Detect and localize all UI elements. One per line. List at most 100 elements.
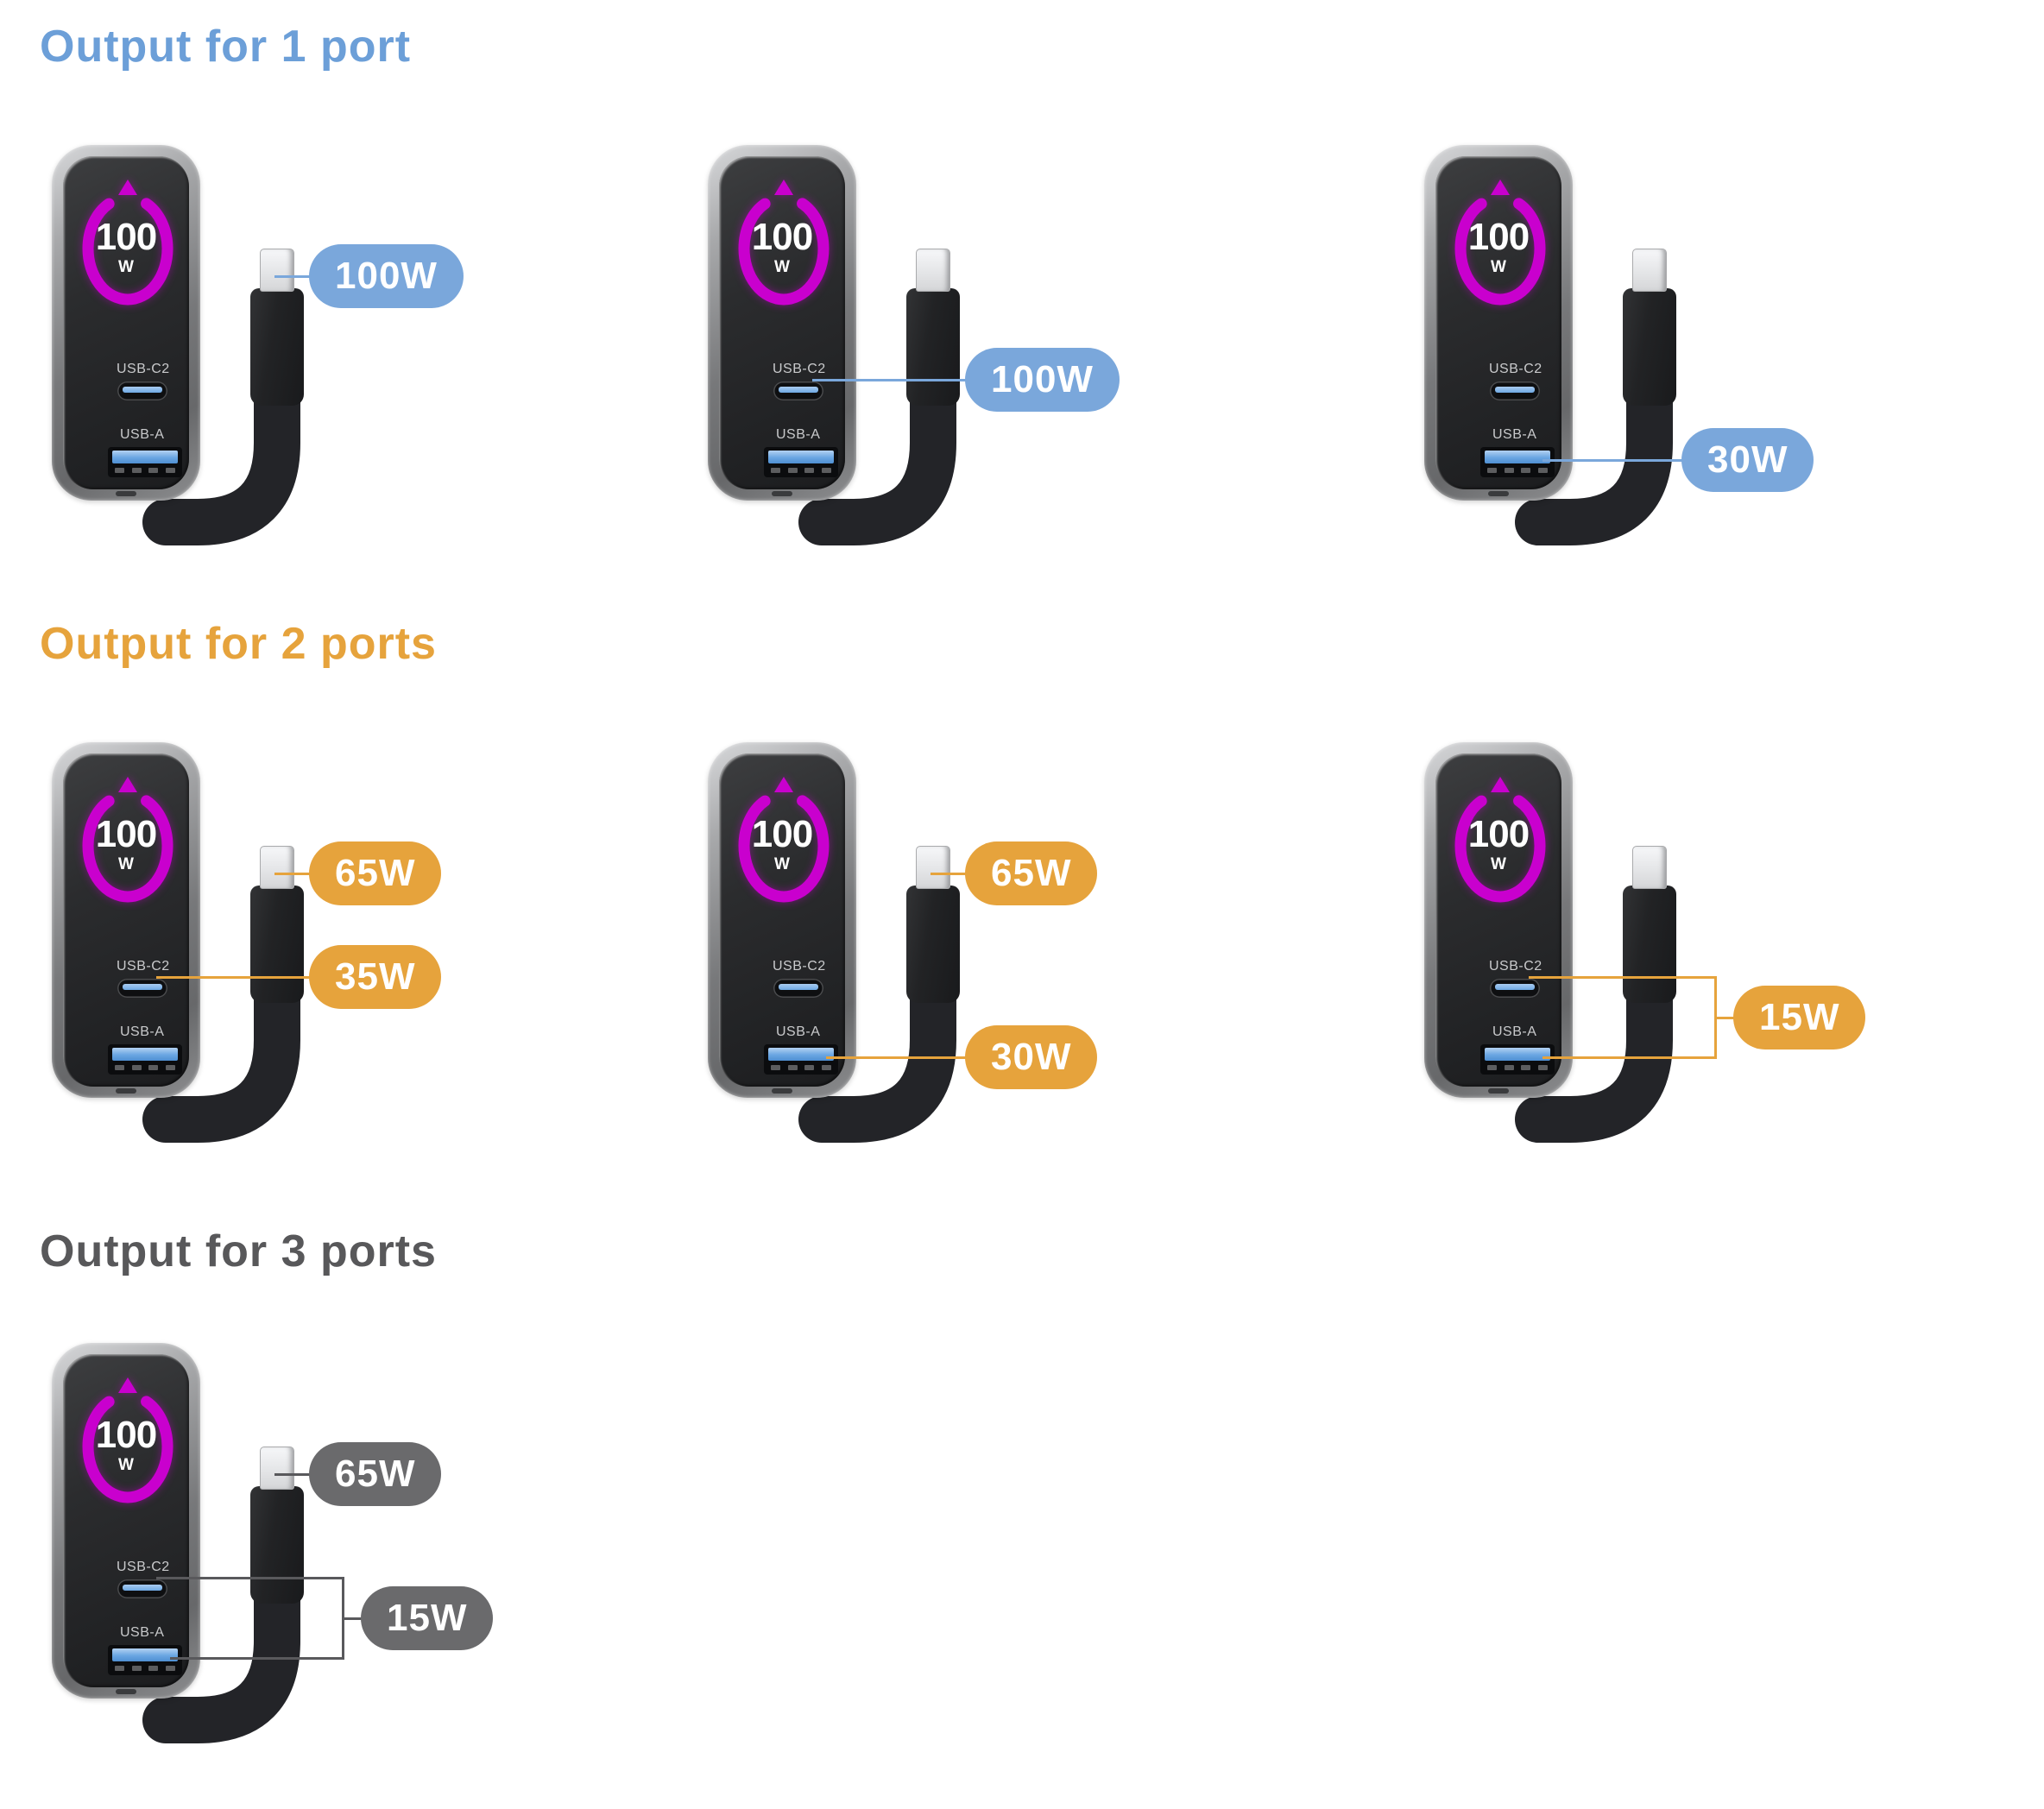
wattage-unit: W [774, 855, 790, 873]
usb-c-connector-icon [1632, 846, 1667, 889]
wattage-unit: W [1491, 855, 1506, 873]
usb-a-pins-icon [115, 468, 175, 473]
callout-line [342, 1617, 368, 1620]
wattage-value: 100 [751, 216, 813, 258]
power-bank-screen: 100 W USB-C2 USB-A [719, 753, 845, 1087]
device-group: 100 W USB-C2 USB-A 100W [52, 145, 552, 611]
wattage-display: 100 W [63, 1414, 189, 1474]
usb-c2-port [117, 1579, 167, 1598]
usb-c2-port [1490, 979, 1540, 998]
power-badge: 65W [309, 841, 442, 905]
power-badge: 15W [361, 1585, 494, 1650]
power-badge: 35W [309, 945, 442, 1009]
wattage-display: 100 W [1435, 216, 1561, 276]
usb-c2-pin-icon [779, 387, 818, 393]
usb-c-connector-icon [916, 846, 950, 889]
device-group: 100 W USB-C2 USB-A 65W 15W [52, 1343, 552, 1809]
power-ring-icon [82, 180, 173, 306]
power-bank-screen: 100 W USB-C2 USB-A [1435, 156, 1561, 489]
power-bank-screen: 100 W USB-C2 USB-A [63, 156, 189, 489]
usb-c2-pin-icon [1495, 984, 1535, 990]
bottom-slot-icon [1488, 1088, 1509, 1094]
power-badge: 100W [965, 348, 1120, 412]
bottom-slot-icon [772, 491, 792, 496]
usb-a-label: USB-A [1492, 1024, 1537, 1039]
bottom-slot-icon [116, 1088, 136, 1094]
usb-a-port [108, 447, 182, 477]
usb-a-port [764, 447, 838, 477]
usb-c-connector-icon [260, 249, 294, 292]
wattage-value: 100 [95, 813, 157, 855]
power-bank: 100 W USB-C2 USB-A [52, 742, 200, 1098]
power-badge: 65W [309, 1442, 442, 1506]
flat-cable [142, 374, 300, 545]
power-bank: 100 W USB-C2 USB-A [1424, 742, 1573, 1098]
usb-c2-label: USB-C2 [117, 1560, 170, 1574]
power-badge: 100W [309, 244, 464, 308]
wattage-value: 100 [95, 1414, 157, 1456]
power-bank-screen: 100 W USB-C2 USB-A [719, 156, 845, 489]
usb-c-connector-icon [260, 1447, 294, 1490]
usb-c-plug-body [906, 886, 960, 1003]
usb-c-connector-icon [260, 846, 294, 889]
usb-c2-port [773, 979, 823, 998]
device-group: 100 W USB-C2 USB-A 15W [1424, 742, 1925, 1208]
wattage-unit: W [1491, 258, 1506, 276]
usb-c2-label: USB-C2 [1489, 959, 1542, 974]
usb-a-label: USB-A [120, 1625, 165, 1640]
usb-a-pins-icon [115, 1065, 175, 1070]
usb-c2-label: USB-C2 [773, 362, 826, 376]
usb-c-connector-icon [916, 249, 950, 292]
wattage-display: 100 W [719, 816, 845, 873]
device-group: 100 W USB-C2 USB-A 65W 35W [52, 742, 552, 1208]
bottom-slot-icon [1488, 491, 1509, 496]
usb-c2-pin-icon [779, 984, 818, 990]
callout-line [826, 1056, 975, 1059]
wattage-display: 100 W [63, 816, 189, 873]
usb-c2-label: USB-C2 [117, 959, 170, 974]
section-title-3-ports: Output for 3 ports [40, 1226, 437, 1276]
usb-c2-pin-icon [1495, 387, 1535, 393]
power-badge: 15W [1733, 985, 1866, 1049]
flat-cable [1515, 374, 1673, 545]
power-bank: 100 W USB-C2 USB-A [1424, 145, 1573, 501]
usb-c2-label: USB-C2 [117, 362, 170, 376]
usb-a-tongue-icon [1485, 451, 1550, 463]
usb-a-pins-icon [771, 468, 831, 473]
flat-cable [1515, 971, 1673, 1143]
flat-cable [142, 1572, 300, 1743]
usb-c-plug-body [250, 1486, 304, 1604]
wattage-value: 100 [751, 813, 813, 855]
usb-c-plug-body [906, 288, 960, 406]
wattage-value: 100 [1467, 216, 1530, 258]
wattage-value: 100 [1467, 813, 1530, 855]
usb-a-label: USB-A [776, 1024, 821, 1039]
usb-a-tongue-icon [112, 451, 178, 463]
power-bank: 100 W USB-C2 USB-A [708, 145, 856, 501]
power-badge: 65W [965, 841, 1098, 905]
usb-a-pins-icon [1487, 468, 1548, 473]
usb-a-port [108, 1044, 182, 1075]
bottom-slot-icon [116, 1689, 136, 1694]
power-ring-icon [82, 1377, 173, 1503]
callout-line [1714, 1016, 1740, 1019]
usb-a-tongue-icon [768, 1048, 834, 1061]
usb-a-port [1480, 447, 1555, 477]
usb-a-label: USB-A [1492, 427, 1537, 442]
usb-c-plug-body [1623, 288, 1676, 406]
usb-a-tongue-icon [1485, 1048, 1550, 1061]
wattage-unit: W [774, 258, 790, 276]
usb-c2-pin-icon [123, 387, 162, 393]
device-group: 100 W USB-C2 USB-A 100W [708, 145, 1208, 611]
device-group: 100 W USB-C2 USB-A 30W [1424, 145, 1925, 611]
callout-line [274, 873, 319, 875]
callout-line [274, 275, 319, 278]
callout-line [931, 873, 975, 875]
callout-line [812, 379, 975, 381]
wattage-unit: W [118, 258, 134, 276]
usb-a-pins-icon [115, 1666, 175, 1671]
callout-line [274, 1473, 319, 1476]
usb-a-port [764, 1044, 838, 1075]
usb-a-pins-icon [1487, 1065, 1548, 1070]
callout-line [170, 1657, 344, 1660]
